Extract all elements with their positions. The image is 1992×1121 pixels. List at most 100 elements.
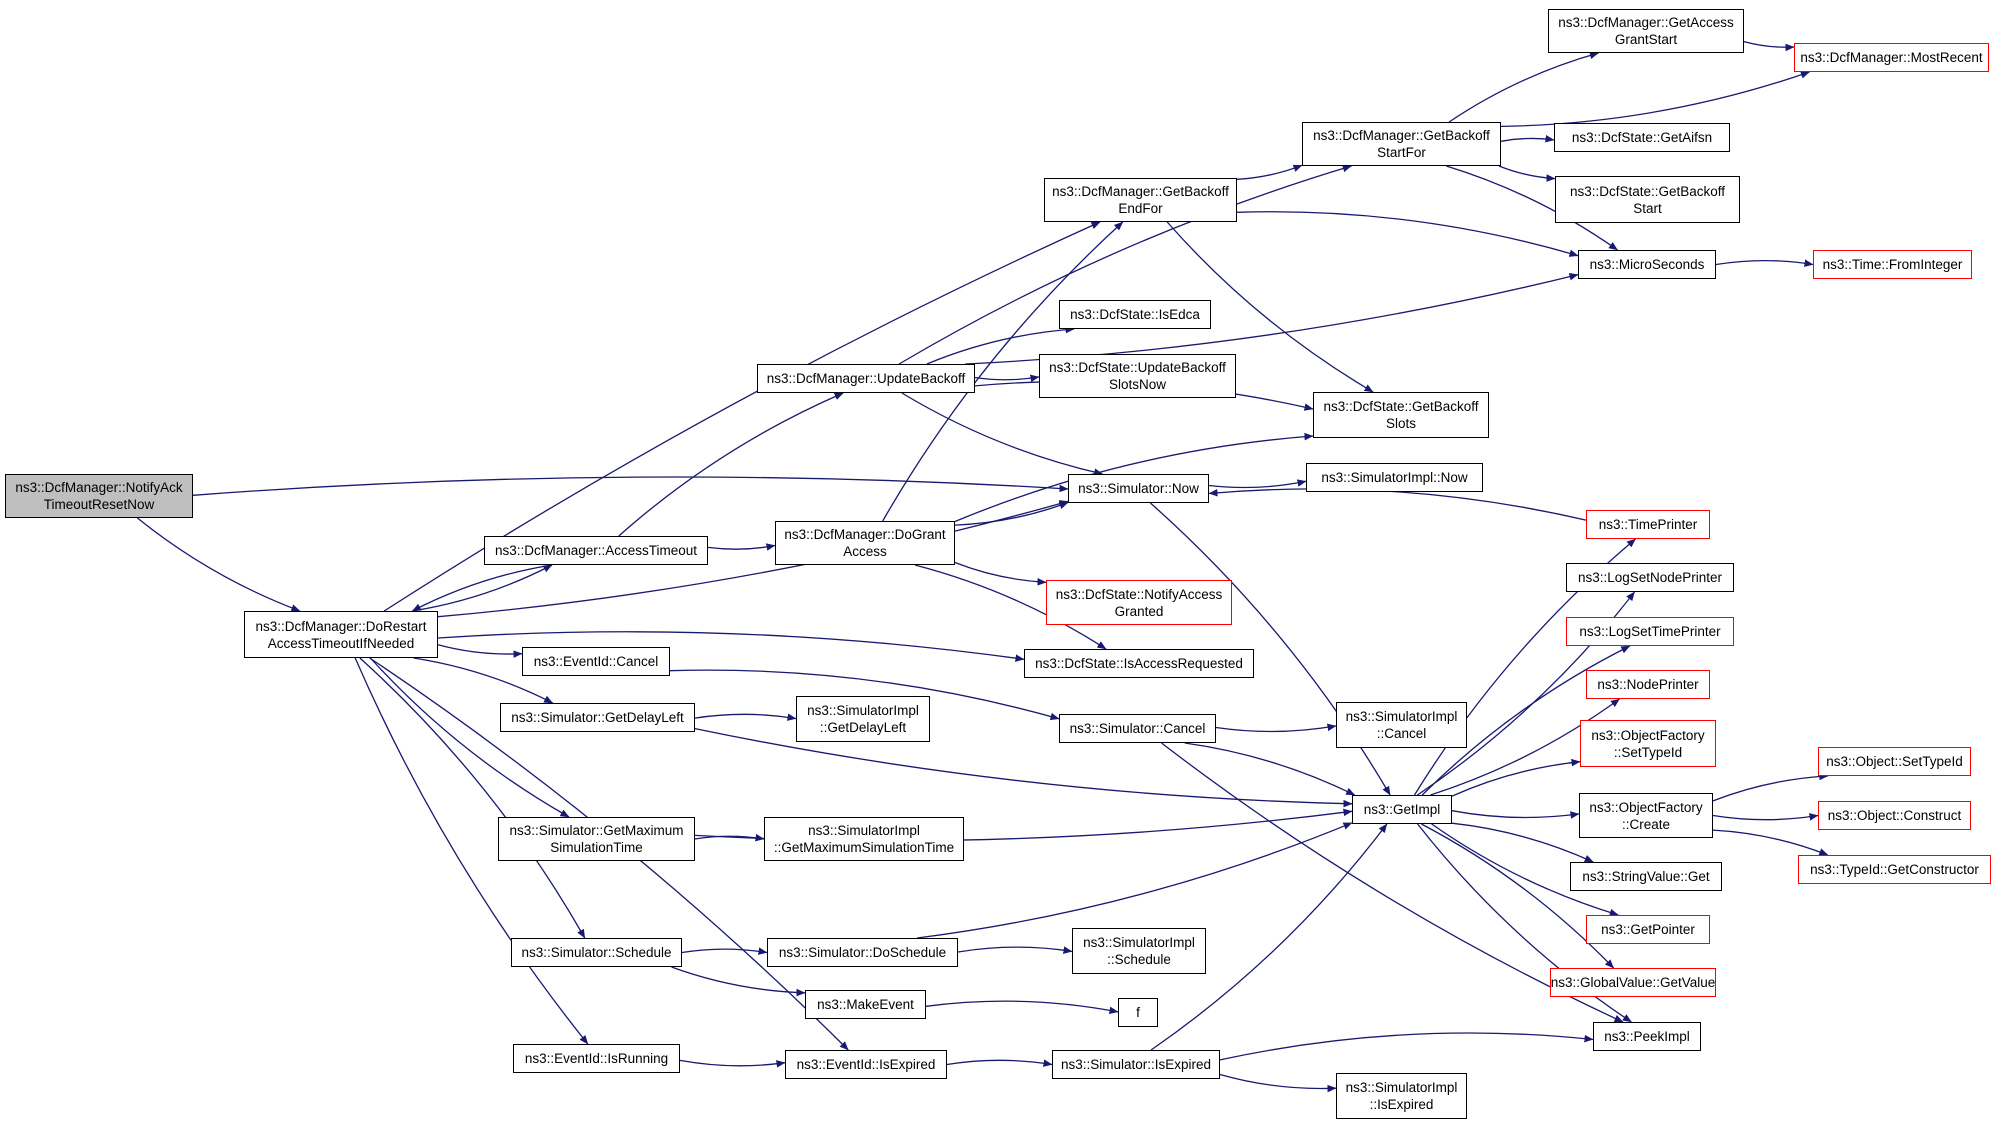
graph-node-nodeprinter[interactable]: ns3::NodePrinter xyxy=(1586,670,1710,699)
edge-dogrant-to-simnow xyxy=(954,501,1069,526)
edge-dorestart-to-getbackoffend xyxy=(383,221,1101,612)
graph-node-simimplcancel[interactable]: ns3::SimulatorImpl::Cancel xyxy=(1336,702,1467,748)
graph-node-simschedule[interactable]: ns3::Simulator::Schedule xyxy=(511,938,682,967)
node-label-line: ::Schedule xyxy=(1107,952,1171,967)
graph-node-getaifsn[interactable]: ns3::DcfState::GetAifsn xyxy=(1554,123,1730,152)
node-label-line: AccessTimeoutIfNeeded xyxy=(267,635,415,651)
graph-node-getpointer[interactable]: ns3::GetPointer xyxy=(1586,915,1710,944)
edge-getdelayleft-to-simimplgetdelayleft xyxy=(694,713,797,721)
graph-node-simimplgetdelayleft[interactable]: ns3::SimulatorImpl::GetDelayLeft xyxy=(796,696,930,742)
edge-dorestart-to-simnow xyxy=(437,500,1069,618)
graph-node-simimplisexpired[interactable]: ns3::SimulatorImpl::IsExpired xyxy=(1336,1073,1467,1119)
graph-node-getdelayleft[interactable]: ns3::Simulator::GetDelayLeft xyxy=(500,703,695,732)
node-label-line: ns3::Simulator::GetMaximum xyxy=(509,823,684,838)
graph-node-stringvalueget[interactable]: ns3::StringValue::Get xyxy=(1570,862,1722,891)
graph-node-peekimpl[interactable]: ns3::PeekImpl xyxy=(1593,1022,1701,1051)
graph-node-getimpl[interactable]: ns3::GetImpl xyxy=(1352,795,1452,824)
graph-node-simimplschedule[interactable]: ns3::SimulatorImpl::Schedule xyxy=(1072,928,1206,974)
node-label-line: ns3::ObjectFactory xyxy=(1591,727,1705,743)
node-label-line: ns3::DcfManager::GetBackoff xyxy=(1052,184,1229,199)
node-label-line: ns3::TypeId::GetConstructor xyxy=(1810,862,1979,877)
graph-node-typeidgetconstructor[interactable]: ns3::TypeId::GetConstructor xyxy=(1798,855,1991,884)
edge-updatebackoff-to-getbackoffstart xyxy=(898,164,1352,365)
edge-getdelayleft-to-getimpl xyxy=(694,727,1353,808)
node-label-line: ns3::Simulator::Schedule xyxy=(521,945,672,960)
graph-node-settypeid[interactable]: ns3::ObjectFactory::SetTypeId xyxy=(1580,720,1716,767)
edge-simcancel-to-getimpl xyxy=(1184,742,1356,796)
graph-node-makeevent[interactable]: ns3::MakeEvent xyxy=(805,990,926,1019)
node-label-line: ns3::Simulator::IsExpired xyxy=(1060,1057,1212,1072)
node-label-line: ns3::DcfState::GetBackoff xyxy=(1323,399,1479,414)
node-label-line: ::Create xyxy=(1621,816,1671,832)
node-label-line: ns3::DcfManager::MostRecent xyxy=(1800,50,1983,65)
node-label-line: ns3::Simulator::GetDelayLeft xyxy=(511,710,684,725)
node-label-line: ns3::Simulator::DoSchedule xyxy=(778,945,947,960)
edge-getimpl-to-stringvalueget xyxy=(1451,822,1594,863)
edge-ofcreate-to-typeidgetconstructor xyxy=(1712,829,1829,856)
graph-node-simisexpired[interactable]: ns3::Simulator::IsExpired xyxy=(1052,1050,1220,1079)
edge-eventisexpired-to-simisexpired xyxy=(946,1059,1053,1067)
node-label-line: ns3::TimePrinter xyxy=(1598,517,1698,532)
graph-node-updatebackoff[interactable]: ns3::DcfManager::UpdateBackoff xyxy=(757,364,975,393)
graph-node-objconstruct[interactable]: ns3::Object::Construct xyxy=(1818,801,1971,830)
edge-notifyack-to-simnow xyxy=(192,476,1069,496)
node-label-line: f xyxy=(1136,1005,1140,1020)
edge-simschedule-to-doschedule xyxy=(681,947,768,955)
graph-node-objsettypeid[interactable]: ns3::Object::SetTypeId xyxy=(1818,747,1971,776)
edge-dorestart-to-eventcancel xyxy=(437,644,523,658)
graph-node-microseconds[interactable]: ns3::MicroSeconds xyxy=(1578,250,1716,279)
graph-node-timeprinter[interactable]: ns3::TimePrinter xyxy=(1586,510,1710,539)
graph-node-simimplgetmaxsim[interactable]: ns3::SimulatorImpl::GetMaximumSimulation… xyxy=(764,817,964,861)
edge-getimpl-to-settypeid xyxy=(1451,758,1581,797)
graph-node-isrunning[interactable]: ns3::EventId::IsRunning xyxy=(513,1044,680,1073)
graph-node-logsettimeprinter[interactable]: ns3::LogSetTimePrinter xyxy=(1566,617,1734,646)
edge-simnow-to-simimplnow xyxy=(1208,479,1307,489)
graph-node-ofcreate[interactable]: ns3::ObjectFactory::Create xyxy=(1579,793,1713,838)
graph-node-isedca[interactable]: ns3::DcfState::IsEdca xyxy=(1059,300,1211,329)
edge-getimpl-to-nodeprinter xyxy=(1430,698,1620,796)
graph-node-simnow[interactable]: ns3::Simulator::Now xyxy=(1068,474,1209,503)
graph-node-f[interactable]: f xyxy=(1118,998,1158,1027)
edge-ofcreate-to-objsettypeid xyxy=(1712,772,1829,802)
graph-node-simimplnow[interactable]: ns3::SimulatorImpl::Now xyxy=(1306,463,1483,492)
edge-accesstimeout-to-dogrant xyxy=(707,543,776,551)
graph-node-accesstimeout[interactable]: ns3::DcfManager::AccessTimeout xyxy=(484,536,708,565)
graph-node-simcancel[interactable]: ns3::Simulator::Cancel xyxy=(1059,714,1216,743)
graph-node-frominteger[interactable]: ns3::Time::FromInteger xyxy=(1813,250,1972,279)
graph-node-mostrecent[interactable]: ns3::DcfManager::MostRecent xyxy=(1794,43,1989,72)
edge-getbackoffend-to-getbackoffstart xyxy=(1236,164,1303,180)
edge-updatebackoff-to-simnow xyxy=(901,392,1104,476)
node-label-line: ns3::MakeEvent xyxy=(817,997,914,1012)
graph-node-logsetnodeprinter[interactable]: ns3::LogSetNodePrinter xyxy=(1566,563,1734,592)
edge-dorestart-to-accesstimeout xyxy=(412,564,553,612)
graph-node-doschedule[interactable]: ns3::Simulator::DoSchedule xyxy=(767,938,958,967)
edge-ofcreate-to-objconstruct xyxy=(1712,813,1819,821)
edge-dogrant-to-isaccessrequested xyxy=(914,564,1107,650)
node-label-line: ns3::SimulatorImpl xyxy=(807,703,919,718)
edge-simnow-to-getimpl xyxy=(1149,502,1391,796)
node-label-line: ns3::Simulator::Now xyxy=(1078,481,1199,496)
edge-accesstimeout-to-updatebackoff xyxy=(618,392,844,537)
graph-node-eventisexpired[interactable]: ns3::EventId::IsExpired xyxy=(785,1050,947,1079)
graph-node-eventcancel[interactable]: ns3::EventId::Cancel xyxy=(522,647,670,676)
edge-getimpl-to-peekimpl xyxy=(1417,823,1632,1023)
node-label-line: ns3::GlobalValue::GetValue xyxy=(1550,975,1716,990)
graph-node-globalvalueget[interactable]: ns3::GlobalValue::GetValue xyxy=(1550,968,1716,997)
node-label-line: SimulationTime xyxy=(550,840,643,855)
node-label-line: ns3::DcfState::UpdateBackoff xyxy=(1049,360,1226,375)
graph-node-isaccessrequested[interactable]: ns3::DcfState::IsAccessRequested xyxy=(1024,649,1254,678)
node-label-line: ns3::GetImpl xyxy=(1363,802,1441,817)
node-label-line: ns3::SimulatorImpl xyxy=(808,823,920,838)
node-label-line: Start xyxy=(1633,200,1662,216)
node-label-line: GrantStart xyxy=(1614,32,1678,47)
